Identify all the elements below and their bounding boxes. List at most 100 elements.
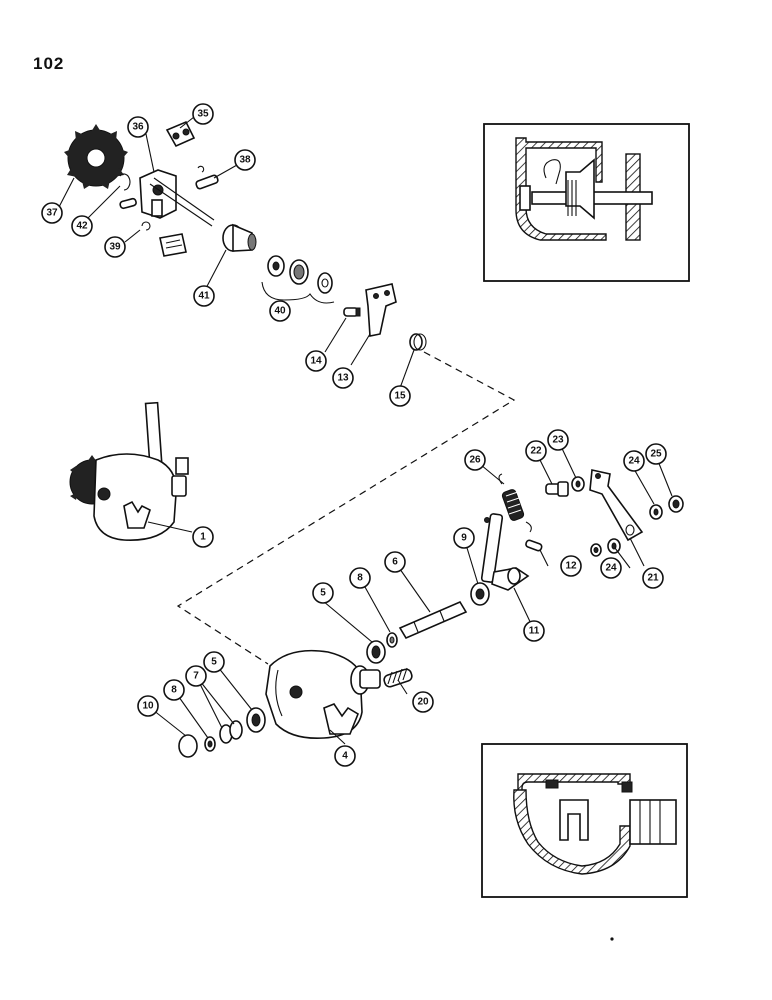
callout-23: 23 <box>547 429 569 451</box>
bearing-set-part-40 <box>261 255 335 304</box>
washer-part-24 <box>649 504 663 520</box>
screw-part-14 <box>343 307 361 317</box>
svg-text:26: 26 <box>469 455 481 466</box>
callout-6: 6 <box>384 551 406 573</box>
spring-part-20 <box>383 667 413 688</box>
housing-part-4 <box>265 649 381 740</box>
svg-text:36: 36 <box>132 122 144 133</box>
svg-text:41: 41 <box>198 291 210 302</box>
callout-9: 9 <box>453 527 475 549</box>
svg-text:11: 11 <box>529 626 540 637</box>
svg-text:1: 1 <box>200 532 206 543</box>
svg-text:40: 40 <box>274 306 286 317</box>
callout-22: 22 <box>525 440 547 462</box>
callout-37: 37 <box>41 202 63 224</box>
page-number: 102 <box>33 54 65 73</box>
bushing-part-15 <box>409 333 427 351</box>
svg-text:24: 24 <box>605 563 617 574</box>
pin-part <box>119 197 137 210</box>
callout-25: 25 <box>645 443 667 465</box>
svg-text:8: 8 <box>171 685 177 696</box>
callout-15: 15 <box>389 385 411 407</box>
snap-ring-part-42 <box>119 173 131 191</box>
callout-4: 4 <box>334 745 356 767</box>
housing-part-36 <box>139 169 215 227</box>
block-part-35 <box>165 120 196 148</box>
callout-38: 38 <box>234 149 256 171</box>
svg-text:35: 35 <box>197 109 209 120</box>
svg-text:39: 39 <box>109 242 121 253</box>
assembly-guide-dashed-line <box>176 351 516 665</box>
svg-text:20: 20 <box>417 697 429 708</box>
svg-text:8: 8 <box>357 573 363 584</box>
pin-part-38 <box>195 165 219 190</box>
svg-text:38: 38 <box>239 155 251 166</box>
seal-stack-parts <box>178 707 266 758</box>
callout-21: 21 <box>642 567 664 589</box>
svg-text:10: 10 <box>142 701 154 712</box>
callout-24-lower: 24 <box>600 557 622 579</box>
stud-part-22 <box>545 481 569 497</box>
callout-5-right: 5 <box>312 582 334 604</box>
washer-pair-part-24 <box>590 538 621 557</box>
svg-text:5: 5 <box>320 588 326 599</box>
callout-7: 7 <box>185 665 207 687</box>
lever-part-11 <box>480 513 530 591</box>
callout-35: 35 <box>192 103 214 125</box>
lever-part-21 <box>589 469 644 542</box>
callout-41: 41 <box>193 285 215 307</box>
assembled-unit-part-1 <box>69 401 189 541</box>
svg-text:5: 5 <box>211 657 217 668</box>
svg-text:15: 15 <box>394 391 406 402</box>
callout-1: 1 <box>192 526 214 548</box>
svg-text:23: 23 <box>552 435 564 446</box>
callout-36: 36 <box>127 116 149 138</box>
sprocket-part-37 <box>64 124 128 189</box>
svg-text:25: 25 <box>650 449 662 460</box>
callout-14: 14 <box>305 350 327 372</box>
callout-13: 13 <box>332 367 354 389</box>
callout-10: 10 <box>137 695 159 717</box>
svg-text:13: 13 <box>337 373 349 384</box>
inset-cross-section-bottom <box>481 743 688 898</box>
callout-40: 40 <box>269 300 291 322</box>
speck <box>610 937 614 941</box>
pin-part-12 <box>525 539 543 552</box>
inset-cross-section-top <box>483 123 690 282</box>
callout-20: 20 <box>412 691 434 713</box>
svg-text:7: 7 <box>193 671 199 682</box>
clip-part-39 <box>141 221 151 231</box>
svg-text:42: 42 <box>76 221 88 232</box>
bracket-part-13 <box>365 283 397 337</box>
svg-text:9: 9 <box>461 533 467 544</box>
svg-text:6: 6 <box>392 557 398 568</box>
spring-part-26 <box>498 473 532 533</box>
svg-text:22: 22 <box>530 446 542 457</box>
nut-part-25 <box>668 495 684 513</box>
shaft-part-6 <box>398 600 468 640</box>
svg-text:4: 4 <box>342 751 348 762</box>
callout-24-upper: 24 <box>623 450 645 472</box>
svg-text:14: 14 <box>310 356 322 367</box>
callout-8-left: 8 <box>163 679 185 701</box>
callout-26: 26 <box>464 449 486 471</box>
callout-8-right: 8 <box>349 567 371 589</box>
svg-text:24: 24 <box>628 456 640 467</box>
svg-text:12: 12 <box>565 561 577 572</box>
callout-5-left: 5 <box>203 651 225 673</box>
nut-part-23 <box>571 476 585 492</box>
bushing-part-41 <box>222 223 257 252</box>
callout-12: 12 <box>560 555 582 577</box>
bracket-part <box>159 233 187 257</box>
top-assembly <box>64 120 427 351</box>
callout-42: 42 <box>71 215 93 237</box>
callout-11: 11 <box>523 620 545 642</box>
washer-part-8 <box>386 632 398 648</box>
svg-text:37: 37 <box>46 208 58 219</box>
svg-text:21: 21 <box>647 573 659 584</box>
bearing-part-9 <box>470 582 490 606</box>
callout-39: 39 <box>104 236 126 258</box>
shaft-assembly <box>178 469 684 758</box>
bearing-part-5 <box>366 640 386 664</box>
